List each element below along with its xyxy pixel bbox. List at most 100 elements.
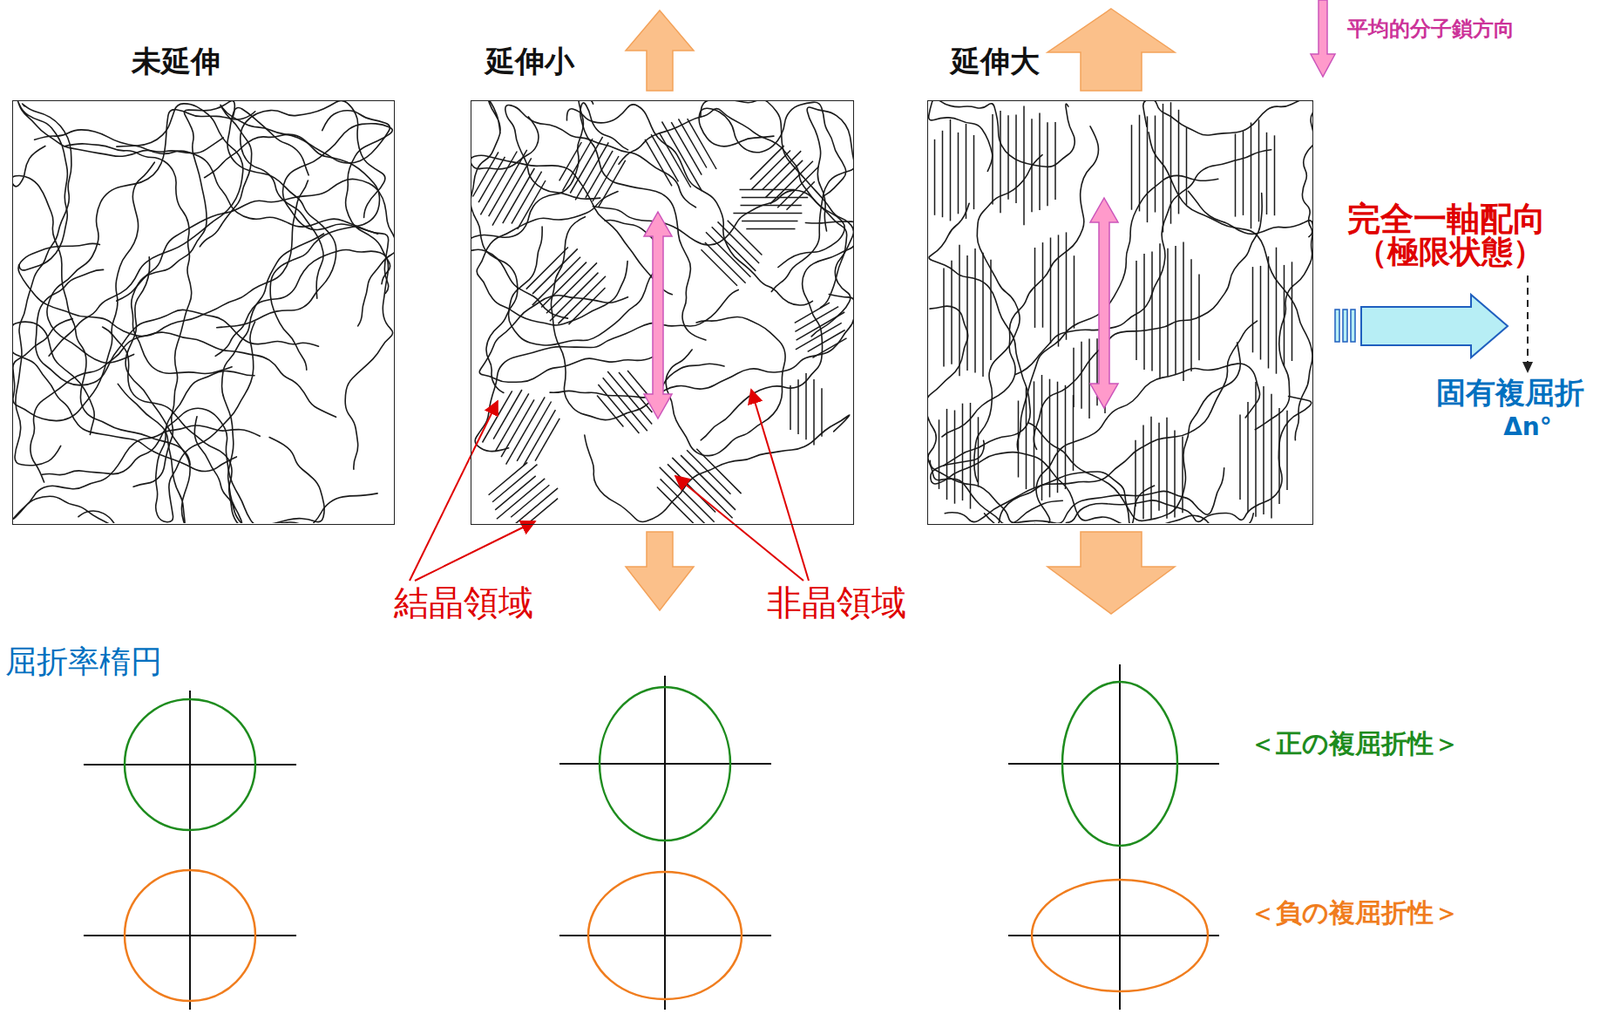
crystal-lamella — [1080, 341, 1083, 409]
polymer-chain — [194, 233, 324, 523]
polymer-chain — [215, 250, 393, 470]
limit-arrow — [1335, 294, 1508, 358]
crystal-lamella — [949, 119, 952, 222]
crystal-lamella — [678, 118, 707, 168]
polymer-chain — [13, 162, 155, 421]
crystal-lamella — [1198, 273, 1200, 360]
crystal-lamella — [982, 252, 984, 377]
stretch-arrow — [625, 531, 694, 611]
crystal-lamella — [1242, 130, 1245, 216]
bar — [1342, 309, 1348, 342]
ellipse-positive — [1062, 681, 1178, 846]
crystal-lamella — [1291, 261, 1294, 361]
crystal-lamella — [557, 276, 606, 325]
crystal-lamella — [740, 204, 802, 207]
crystal-lamella — [942, 268, 945, 367]
crystal-lamella — [514, 488, 558, 523]
polymer-chain — [18, 101, 224, 271]
polymer-chains — [13, 101, 394, 523]
block-arrow — [1361, 294, 1508, 358]
crystal-lamella — [1150, 416, 1153, 520]
crystal-lamella — [671, 457, 733, 518]
crystal-lamella — [1186, 128, 1188, 205]
crystal-lamella — [480, 151, 517, 216]
crystal-lamella — [494, 393, 529, 452]
crystal-lamella — [1138, 115, 1141, 212]
axis — [189, 690, 191, 1010]
polymer-chain — [984, 320, 1258, 523]
crystal-lamella — [1262, 386, 1265, 515]
crystal-lamella — [494, 475, 536, 510]
crystal-lamella — [523, 409, 556, 466]
crystal-lamella — [598, 160, 626, 207]
crystal-lamella — [1143, 253, 1146, 370]
stretch-arrow — [1047, 8, 1175, 91]
polymer-chain — [1065, 396, 1311, 523]
crystal-lamella — [969, 402, 972, 509]
polymer-chain — [116, 178, 394, 326]
crystal-lamella — [659, 467, 715, 523]
crystal-lamella — [1054, 122, 1057, 200]
polymer-chain — [550, 216, 725, 421]
polymer-chain — [479, 295, 663, 383]
polymer-chain — [13, 321, 237, 471]
crystal-lamella — [1131, 124, 1133, 211]
crystal-lamella — [1283, 264, 1286, 367]
polymer-chain — [471, 116, 672, 295]
polymer-chain — [204, 134, 380, 370]
crystal-lamella — [659, 132, 692, 188]
crystal-lamella — [1025, 386, 1028, 489]
section-title: 屈折率楕円 — [5, 644, 163, 679]
crystal-lamella — [732, 212, 802, 215]
sample-box: 延伸大 — [927, 100, 1314, 525]
crystal-lamella — [950, 260, 953, 365]
crystal-lamella — [1154, 115, 1157, 213]
crystal-lamella — [1275, 247, 1278, 374]
crystal-lamella — [502, 168, 536, 224]
crystal-lamella — [1286, 410, 1289, 490]
polymer-chain — [13, 146, 190, 465]
crystal-lamella — [942, 130, 944, 217]
box-heading: 未延伸 — [131, 45, 221, 78]
crystal-lamella — [1038, 113, 1041, 211]
crystal-lamella — [1166, 417, 1168, 519]
crystal-lamella — [1174, 245, 1177, 375]
crystal-lamella — [1142, 425, 1145, 520]
crystal-lamella — [796, 311, 846, 340]
crystal-lamella — [1274, 135, 1276, 216]
axis — [1118, 664, 1121, 1010]
crystal-lamella — [752, 150, 792, 190]
crystal-lamella — [812, 338, 847, 359]
crystal-lamella — [532, 248, 578, 294]
crystal-lamella — [946, 408, 949, 500]
region-label: 非晶領域 — [766, 583, 907, 622]
crystal-lamella — [549, 272, 599, 322]
crystal-lamella — [1041, 374, 1044, 501]
crystal-lamella — [597, 384, 639, 434]
crystal-lamella — [934, 139, 936, 216]
leader-lines — [409, 389, 809, 581]
crystal-lamella — [559, 142, 583, 181]
crystal-lamella — [541, 262, 587, 308]
crystal-lamella — [999, 110, 1002, 213]
crystal-lamella — [546, 262, 597, 313]
polymer-chain — [592, 189, 847, 307]
crystal-lamella — [1250, 122, 1253, 230]
crystal-lamella — [789, 385, 792, 430]
crystal-lamella — [1057, 381, 1059, 494]
crystal-lamella — [1182, 242, 1185, 382]
crystal-lamella — [660, 478, 706, 523]
polymer-chain — [508, 219, 659, 346]
chain-direction-arrows — [644, 0, 1336, 419]
crystal-lamella — [1046, 122, 1049, 206]
crystal-lamella — [1181, 436, 1184, 514]
crystal-lamella — [1072, 347, 1075, 407]
crystal-lamella — [965, 123, 968, 219]
crystal-lamella — [1033, 380, 1036, 489]
crystal-lamella — [596, 394, 624, 427]
polymer-chain — [928, 203, 1031, 466]
crystal-lamella — [727, 220, 763, 256]
polymer-chains — [471, 101, 854, 523]
